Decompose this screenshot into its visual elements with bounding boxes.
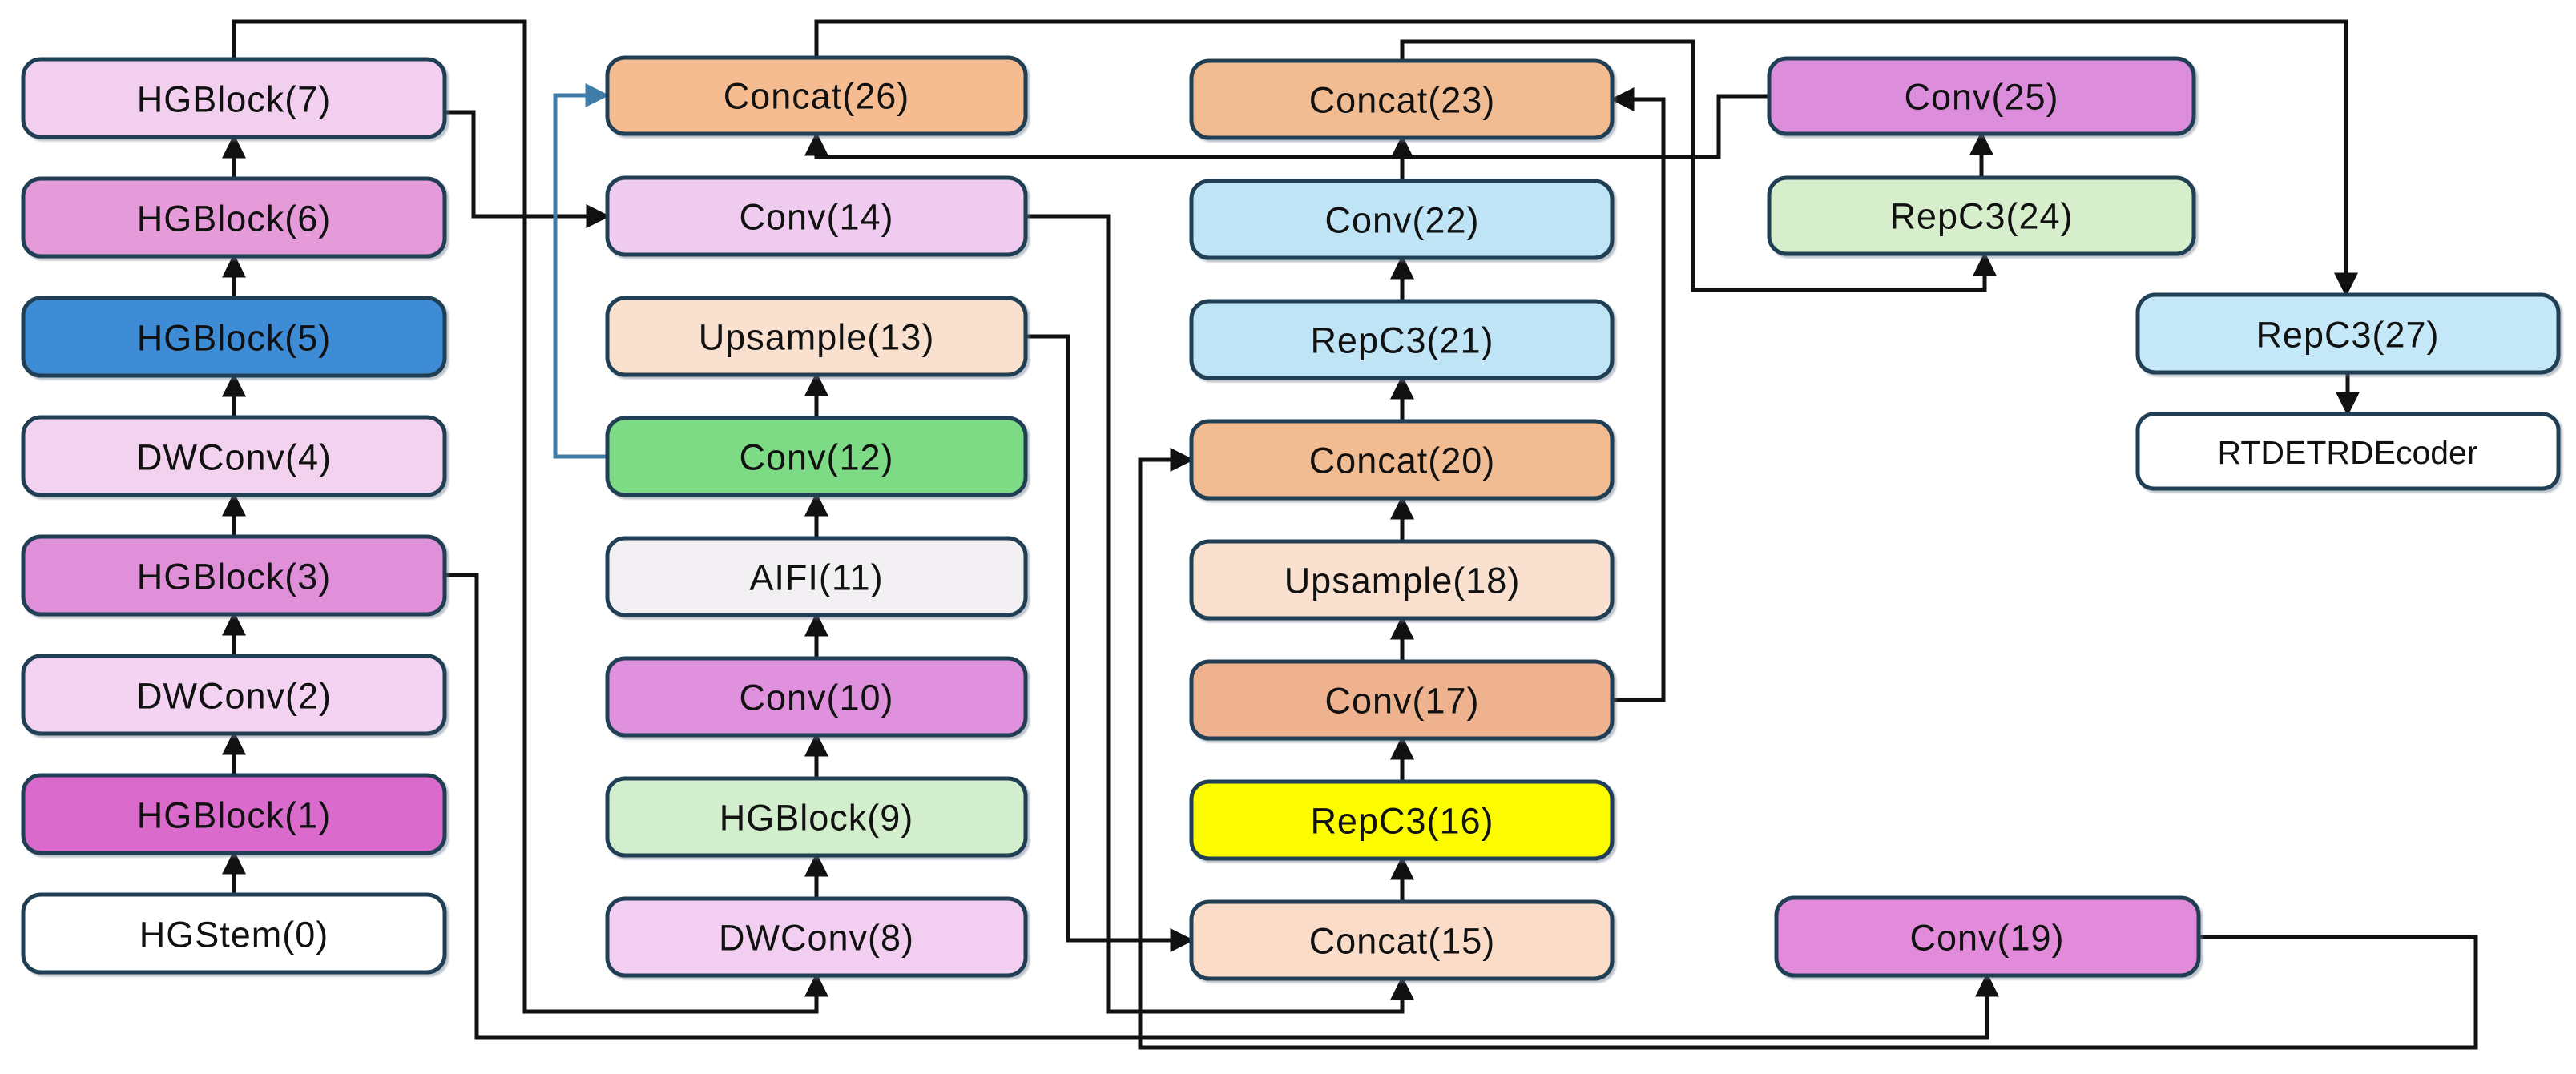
node-label: Concat(26) [724,76,910,117]
node-dwconv-8: DWConv(8) [605,896,1028,978]
node-label: HGBlock(7) [137,79,332,120]
node-label: Conv(22) [1324,200,1479,241]
node-concat-26: Concat(26) [605,55,1028,136]
node-repc3-16: RepC3(16) [1189,779,1615,861]
edge-7-8 [232,19,828,1014]
node-concat-15: Concat(15) [1189,899,1615,981]
node-label: Conv(25) [1904,77,2058,118]
node-label: HGBlock(1) [137,795,332,836]
nodes-layer: HGStem(0) HGBlock(1) DWConv(2) HGBlock(3… [21,55,2561,981]
node-conv-19: Conv(19) [1774,895,2201,978]
node-rtdetr-decoder: RTDETRDEcoder [2135,412,2561,491]
node-label: Conv(12) [739,437,893,478]
node-concat-20: Concat(20) [1189,419,1615,501]
edge-23-24 [1400,39,1997,292]
node-upsample-13: Upsample(13) [605,296,1028,377]
node-conv-10: Conv(10) [605,656,1028,738]
node-dwconv-4: DWConv(4) [21,415,447,497]
node-label: RTDETRDEcoder [2217,434,2477,471]
node-label: RepC3(16) [1310,801,1494,842]
node-label: Conv(10) [739,678,893,718]
node-label: Concat(23) [1309,80,1496,121]
node-upsample-18: Upsample(18) [1189,539,1615,621]
edges-layer [222,19,2478,1050]
node-hgblock-3: HGBlock(3) [21,534,447,617]
node-hgstem-0: HGStem(0) [21,892,447,975]
node-label: DWConv(8) [719,918,914,959]
node-label: Upsample(18) [1284,561,1521,601]
node-label: HGStem(0) [139,915,329,955]
node-hgblock-1: HGBlock(1) [21,773,447,855]
node-label: Concat(15) [1309,921,1496,962]
node-label: HGBlock(9) [720,798,914,839]
node-hgblock-9: HGBlock(9) [605,776,1028,858]
node-concat-23: Concat(23) [1189,58,1615,140]
node-repc3-21: RepC3(21) [1189,299,1615,380]
node-label: Conv(19) [1909,918,2064,959]
node-conv-25: Conv(25) [1767,56,2196,136]
node-conv-22: Conv(22) [1189,179,1615,260]
node-label: HGBlock(5) [137,318,332,359]
node-hgblock-7: HGBlock(7) [21,57,447,139]
node-label: DWConv(4) [136,437,332,478]
edge-12-26-highlight [553,83,610,459]
node-hgblock-5: HGBlock(5) [21,296,447,378]
node-label: Upsample(13) [699,317,935,358]
node-conv-14: Conv(14) [605,175,1028,257]
node-label: AIFI(11) [749,557,883,598]
node-label: Conv(17) [1324,681,1479,722]
node-aifi-11: AIFI(11) [605,536,1028,617]
node-repc3-24: RepC3(24) [1767,175,2196,256]
edge-3-19 [445,573,1999,1040]
edge-17-23 [1610,87,1666,702]
node-label: Concat(20) [1309,440,1496,481]
edge-14-15 [1026,214,1414,1014]
edge-25-26 [804,94,1769,159]
edge-7-14 [445,110,611,228]
node-label: HGBlock(6) [137,199,332,239]
node-label: RepC3(27) [2256,315,2439,356]
node-label: RepC3(24) [1889,196,2073,237]
edge-19-20 [1138,448,2478,1050]
node-repc3-27: RepC3(27) [2135,292,2561,375]
edge-26-27 [814,19,2358,297]
node-hgblock-6: HGBlock(6) [21,176,447,259]
node-label: DWConv(2) [136,676,332,717]
node-label: Conv(14) [739,197,893,238]
node-label: RepC3(21) [1310,320,1494,361]
node-dwconv-2: DWConv(2) [21,654,447,736]
edge-13-15 [1026,334,1195,952]
node-label: HGBlock(3) [137,557,332,597]
node-conv-17: Conv(17) [1189,659,1615,741]
node-conv-12: Conv(12) [605,416,1028,497]
